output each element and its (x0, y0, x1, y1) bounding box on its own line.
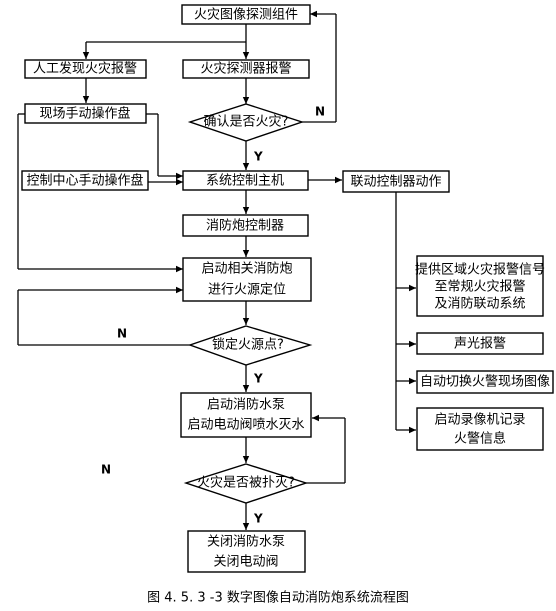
signal-label-1: 提供区域火灾报警信号 (415, 262, 545, 278)
start-pump-label-2: 启动电动阀喷水灭水 (187, 418, 304, 433)
label-n-ext: N (101, 463, 111, 477)
linkage-action-label: 联动控制器动作 (350, 175, 441, 190)
node-cannon-controller: 消防炮控制器 (182, 214, 309, 237)
label-y-confirm: Y (253, 150, 263, 164)
record-label-2: 火警信息 (454, 431, 506, 447)
confirm-fire-label: 确认是否火灾? (204, 114, 289, 130)
lock-source-label: 锁定火源点? (212, 337, 284, 353)
detector-alarm-label: 火灾探测器报警 (200, 61, 291, 77)
node-fire-detect-group: 火灾图像探测组件 (181, 4, 311, 25)
node-start-pump: 启动消防水泵 启动电动阀喷水灭水 (180, 392, 312, 438)
label-n-lock: N (117, 327, 127, 341)
node-confirm-fire: 确认是否火灾? (187, 103, 305, 142)
connectors (17, 10, 416, 530)
node-record: 启动录像机记录 火警信息 (416, 407, 544, 451)
control-center-panel-label: 控制中心手动操作盘 (26, 173, 143, 189)
node-extinguished: 火灾是否被扑灭? (183, 463, 309, 504)
cannon-controller-label: 消防炮控制器 (206, 218, 284, 234)
node-control-center-panel: 控制中心手动操作盘 (21, 170, 149, 191)
node-close: 关闭消防水泵 关闭电动阀 (187, 530, 306, 573)
start-cannon-label-2: 进行火源定位 (208, 283, 286, 298)
node-lock-source: 锁定火源点? (187, 325, 313, 366)
node-linkage-action: 联动控制器动作 (342, 170, 450, 193)
close-label-1: 关闭消防水泵 (207, 534, 285, 550)
label-n-confirm: N (315, 105, 325, 119)
node-signal: 提供区域火灾报警信号 至常规火灾报警 及消防联动系统 (415, 255, 545, 317)
extinguished-label: 火灾是否被扑灭? (197, 475, 295, 491)
close-label-2: 关闭电动阀 (213, 555, 278, 570)
signal-label-3: 及消防联动系统 (434, 296, 525, 312)
node-switch-image: 自动切换火警现场图像 (416, 370, 554, 394)
sound-light-label: 声光报警 (454, 336, 506, 352)
system-host-label: 系统控制主机 (206, 174, 284, 189)
figure-caption: 图 4. 5. 3 -3 数字图像自动消防炮系统流程图 (147, 590, 409, 606)
fire-detect-group-label: 火灾图像探测组件 (194, 7, 298, 23)
start-pump-label-1: 启动消防水泵 (207, 397, 285, 413)
node-sound-light: 声光报警 (416, 332, 544, 355)
record-label-1: 启动录像机记录 (434, 413, 525, 428)
node-start-cannon: 启动相关消防炮 进行火源定位 (182, 257, 312, 302)
manual-discovery-label: 人工发现火灾报警 (33, 61, 137, 77)
label-y-ext: Y (253, 512, 263, 526)
node-detector-alarm: 火灾探测器报警 (182, 59, 310, 79)
start-cannon-label-1: 启动相关消防炮 (201, 261, 292, 277)
node-manual-discovery: 人工发现火灾报警 (24, 59, 147, 79)
signal-label-2: 至常规火灾报警 (434, 279, 525, 295)
switch-image-label: 自动切换火警现场图像 (420, 374, 550, 390)
onsite-panel-label: 现场手动操作盘 (39, 106, 130, 122)
node-onsite-panel: 现场手动操作盘 (24, 103, 147, 124)
label-y-lock: Y (253, 372, 263, 386)
node-system-host: 系统控制主机 (182, 170, 309, 191)
